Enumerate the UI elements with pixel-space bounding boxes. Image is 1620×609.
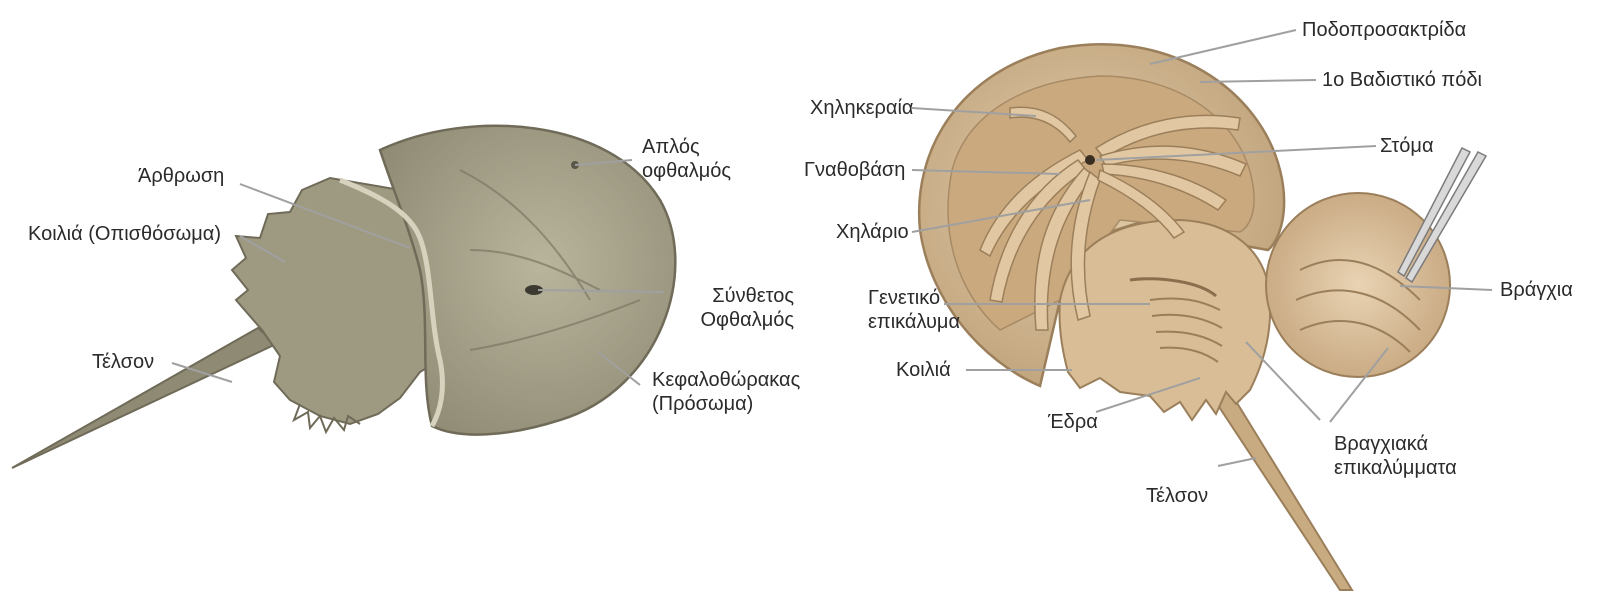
label-chilaria: Χηλάριο (836, 220, 909, 244)
label-gnathobase: Γναθοβάση (804, 158, 905, 182)
dorsal-crab (12, 126, 675, 468)
label-chelicerae: Χηληκεραία (810, 96, 913, 120)
label-anus: Έδρα (1048, 410, 1098, 434)
gill-magnifier (1266, 148, 1486, 377)
label-abdomen-opisthosoma: Κοιλιά (Οπισθόσωμα) (28, 222, 221, 246)
label-book-gill-covers: Βραγχιακά επικαλύμματα (1334, 432, 1457, 480)
label-ventral-abdomen: Κοιλιά (896, 358, 951, 382)
label-ventral-telson: Τέλσον (1146, 484, 1208, 508)
dorsal-cephalothorax (380, 126, 675, 435)
label-gills: Βράγχια (1500, 278, 1573, 302)
label-joint: Άρθρωση (138, 164, 224, 188)
label-mouth: Στόμα (1380, 134, 1434, 158)
label-pushers: Ποδοπροσακτρίδα (1302, 18, 1466, 42)
label-cephalothorax: Κεφαλοθώρακας (Πρόσωμα) (652, 368, 800, 416)
dorsal-telson (12, 328, 276, 468)
label-first-walking-leg: 1ο Βαδιστικό πόδι (1322, 68, 1482, 92)
ventral-telson (1200, 372, 1352, 590)
label-simple-eye: Απλός οφθαλμός (642, 135, 731, 183)
label-compound-eye: Σύνθετος Οφθαλμός (654, 284, 794, 332)
ventral-mouth (1085, 155, 1095, 165)
label-dorsal-telson: Τέλσον (92, 350, 154, 374)
label-genital-operculum: Γενετικό επικάλυμα (868, 286, 960, 334)
